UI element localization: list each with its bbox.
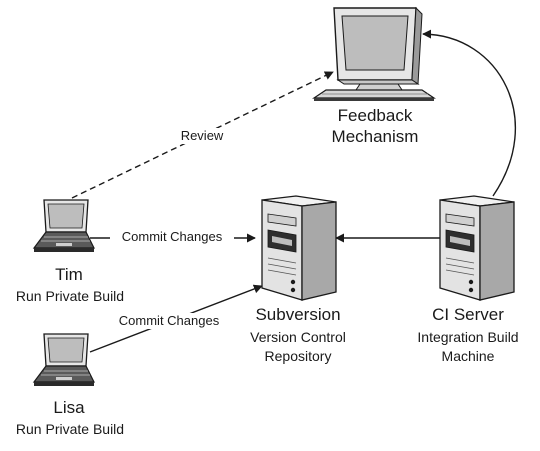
ci-server-name: CI Server [432,305,504,324]
subversion-name: Subversion [255,305,341,324]
lisa-role: Run Private Build [15,421,125,437]
laptop-icon [32,199,95,252]
ci-to-feedback-connector [422,29,517,197]
ci-server-line1: Integration Build [417,329,519,345]
tim-role: Run Private Build [15,288,125,304]
monitor-icon [312,6,436,101]
lisa-commit-edge-label: Commit Changes [106,313,232,329]
lisa-name: Lisa [53,398,85,417]
tim-commit-edge-label: Commit Changes [110,229,234,245]
subversion-line2: Repository [264,348,332,364]
feedback-title-line2: Mechanism [331,127,419,146]
tim-name: Tim [55,265,83,284]
feedback-title-line1: Feedback [337,106,413,125]
server-tower-icon [439,195,515,301]
ci-server-line2: Machine [441,348,495,364]
laptop-icon [32,333,95,386]
review-edge-label: Review [168,128,236,144]
subversion-line1: Version Control [250,329,346,345]
server-tower-icon [261,195,337,301]
